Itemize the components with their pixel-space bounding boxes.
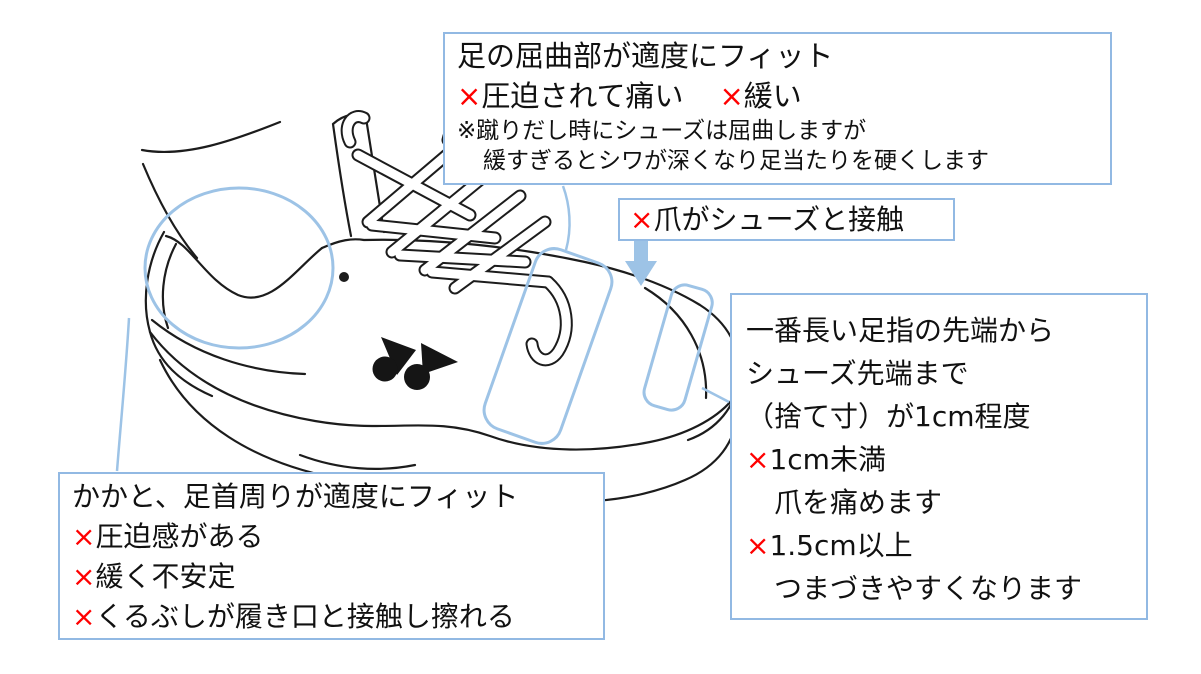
toe-ng-2: ×1.5cm以上 xyxy=(746,524,1132,567)
toe-ng-1-detail: 爪を痛めます xyxy=(774,486,943,519)
arch-line xyxy=(298,453,417,470)
ng-text: 緩く不安定 xyxy=(95,560,236,593)
yonex-logo xyxy=(372,337,458,390)
ng-mark: × xyxy=(457,79,482,113)
midsole-line xyxy=(148,330,734,451)
leader-flex-box xyxy=(561,185,571,251)
leg-outline xyxy=(140,120,282,154)
ng-mark: × xyxy=(72,520,96,553)
toe-ng-1: ×1cm未満 xyxy=(746,438,1132,481)
collar-outline xyxy=(164,234,324,299)
toe-line-3: （捨て寸）が1cm程度 xyxy=(746,400,1031,433)
ng-text: 圧迫感がある xyxy=(95,520,264,553)
toe-allowance-callout: 一番長い足指の先端から シューズ先端まで （捨て寸）が1cm程度 ×1cm未満 … xyxy=(730,293,1148,620)
toe-line-2: シューズ先端まで xyxy=(746,357,969,390)
heel-ng-2: ×緩く不安定 xyxy=(72,557,591,597)
leader-heel-box xyxy=(115,317,131,472)
heel-ng-3: ×くるぶしが履き口と接触し擦れる xyxy=(72,597,591,637)
heel-swoosh-line xyxy=(150,318,307,376)
ng-text: 1.5cm以上 xyxy=(769,529,913,562)
toe-line-1: 一番長い足指の先端から xyxy=(746,314,1055,347)
nail-contact-callout: ×爪がシューズと接触 xyxy=(618,198,955,241)
heel-outline xyxy=(144,230,214,398)
toe-cap-line xyxy=(643,286,708,400)
heel-fit-callout: かかと、足首周りが適度にフィット ×圧迫感がある ×緩く不安定 ×くるぶしが履き… xyxy=(58,472,605,640)
ng-mark: × xyxy=(719,79,744,113)
flex-fit-zone xyxy=(482,247,614,445)
heel-fit-title: かかと、足首周りが適度にフィット xyxy=(72,480,519,513)
ng-mark: × xyxy=(72,560,96,593)
flex-fit-note-1: ※蹴りだし時にシューズは屈曲しますが xyxy=(457,118,867,144)
toe-ng-2-detail: つまづきやすくなります xyxy=(774,572,1083,605)
ng-text: 緩い xyxy=(743,79,802,113)
fit-zone-overlays xyxy=(143,186,714,445)
heel-ng-1: ×圧迫感がある xyxy=(72,517,591,557)
ng-text: 爪がシューズと接触 xyxy=(653,203,905,236)
leader-lines xyxy=(115,185,730,472)
leader-toe-box xyxy=(701,386,730,404)
flex-fit-note-2: 緩すぎるとシワが深くなり足当たりを硬くします xyxy=(483,148,989,174)
ng-mark: × xyxy=(72,600,96,633)
toe-gap-zone xyxy=(642,283,714,412)
ng-mark: × xyxy=(630,203,654,236)
heel-fit-zone xyxy=(143,186,335,350)
eyelet-dot xyxy=(339,272,349,282)
ng-text: 圧迫されて痛い xyxy=(481,79,684,113)
ng-text: 1cm未満 xyxy=(769,443,886,476)
ng-mark: × xyxy=(746,529,770,562)
ng-text: くるぶしが履き口と接触し擦れる xyxy=(95,600,515,633)
flex-fit-title: 足の屈曲部が適度にフィット xyxy=(457,39,834,73)
flex-fit-callout: 足の屈曲部が適度にフィット ×圧迫されて痛い×緩い ※蹴りだし時にシューズは屈曲… xyxy=(443,32,1112,185)
nail-contact-line: ×爪がシューズと接触 xyxy=(630,201,943,238)
ng-mark: × xyxy=(746,443,770,476)
flex-fit-ng-line: ×圧迫されて痛い×緩い xyxy=(457,76,1098,116)
shin-outline xyxy=(141,162,199,260)
arrow-down-icon xyxy=(625,240,657,286)
